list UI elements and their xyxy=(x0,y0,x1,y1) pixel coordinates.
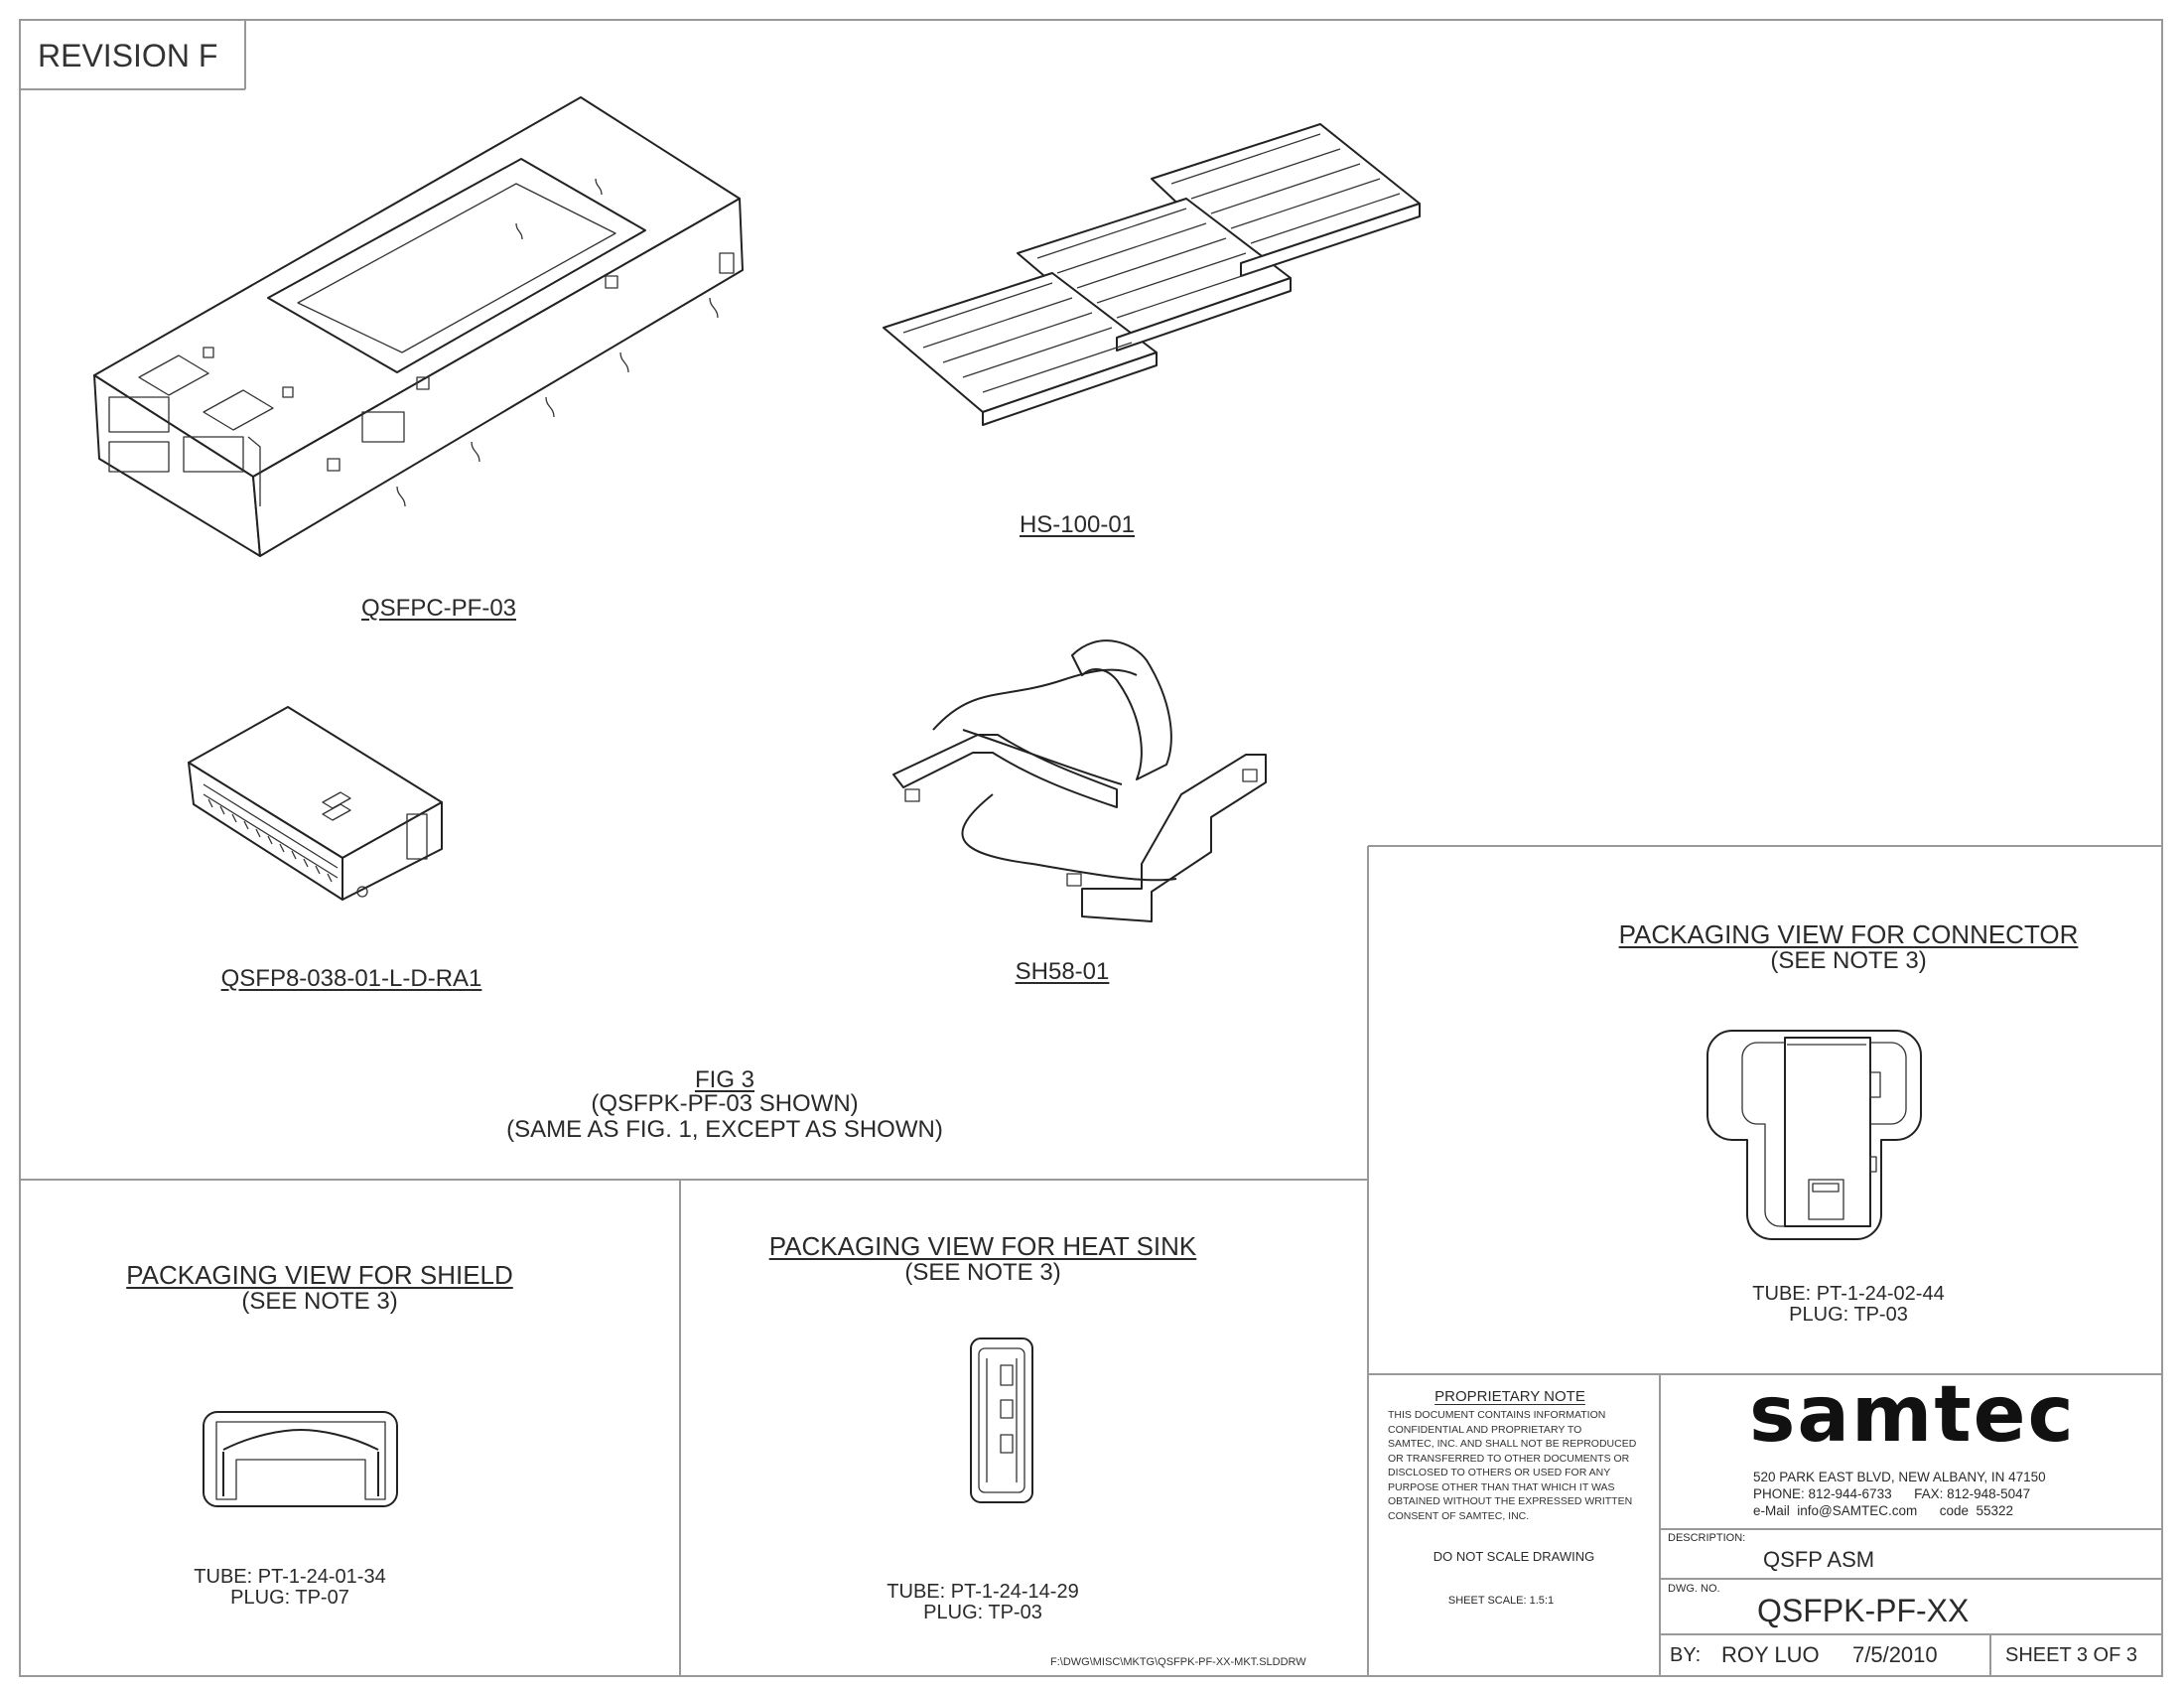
date-value: 7/5/2010 xyxy=(1852,1642,1938,1667)
pack-heatsink-tube: TUBE: PT-1-24-14-29 xyxy=(887,1581,1079,1603)
by-value: ROY LUO xyxy=(1721,1642,1820,1667)
heatsink-part-label: HS-100-01 xyxy=(1019,511,1136,538)
dwg-no-label: DWG. NO. xyxy=(1668,1583,1720,1595)
description-value: QSFP ASM xyxy=(1763,1547,1875,1572)
proprietary-line: DISCLOSED TO OTHERS OR USED FOR ANY xyxy=(1388,1467,1611,1478)
pack-heatsink-plug: PLUG: TP-03 xyxy=(923,1602,1042,1623)
figure-title: FIG 3 xyxy=(694,1066,755,1093)
proprietary-text: THIS DOCUMENT CONTAINS INFORMATION CONFI… xyxy=(1388,1408,1636,1523)
pack-shield-note: (SEE NOTE 3) xyxy=(241,1288,398,1315)
pack-connector-note: (SEE NOTE 3) xyxy=(1770,947,1927,974)
do-not-scale-note: DO NOT SCALE DRAWING xyxy=(1433,1549,1595,1564)
cage-part-label: QSFPC-PF-03 xyxy=(360,595,517,622)
proprietary-line: SAMTEC, INC. AND SHALL NOT BE REPRODUCED xyxy=(1388,1438,1637,1450)
proprietary-line: CONSENT OF SAMTEC, INC. xyxy=(1388,1509,1530,1522)
pack-heatsink-note: (SEE NOTE 3) xyxy=(904,1259,1061,1286)
proprietary-title: PROPRIETARY NOTE xyxy=(1434,1388,1585,1405)
pack-shield-tube: TUBE: PT-1-24-01-34 xyxy=(194,1566,386,1588)
dwg-no-value: QSFPK-PF-XX xyxy=(1757,1593,1970,1628)
sheet-scale: SHEET SCALE: 1.5:1 xyxy=(1447,1595,1555,1607)
proprietary-line: THIS DOCUMENT CONTAINS INFORMATION xyxy=(1388,1409,1606,1421)
clip-part-label: SH58-01 xyxy=(1015,958,1110,985)
pack-shield-title: PACKAGING VIEW FOR SHIELD xyxy=(126,1260,513,1290)
by-label: BY: xyxy=(1670,1644,1702,1666)
revision-label: REVISION F xyxy=(38,38,218,73)
samtec-logo: samtec xyxy=(1749,1370,2076,1460)
pack-connector-title: PACKAGING VIEW FOR CONNECTOR xyxy=(1618,919,2079,949)
description-label: DESCRIPTION: xyxy=(1668,1532,1746,1544)
sheet-value: SHEET 3 OF 3 xyxy=(2005,1644,2138,1666)
company-phone: PHONE: 812-944-6733 FAX: 812-948-5047 xyxy=(1753,1486,2031,1501)
pack-connector-tube: TUBE: PT-1-24-02-44 xyxy=(1752,1283,1945,1305)
company-email: e-Mail info@SAMTEC.com code 55322 xyxy=(1753,1503,2014,1518)
pack-shield-plug: PLUG: TP-07 xyxy=(230,1587,349,1609)
proprietary-line: OBTAINED WITHOUT THE EXPRESSED WRITTEN xyxy=(1388,1495,1633,1507)
pack-connector-plug: PLUG: TP-03 xyxy=(1789,1304,1908,1326)
connector-part-label: QSFP8-038-01-L-D-RA1 xyxy=(220,965,482,992)
file-path: F:\DWG\MISC\MKTG\QSFPK-PF-XX-MKT.SLDDRW xyxy=(1050,1656,1306,1668)
proprietary-line: PURPOSE OTHER THAN THAT WHICH IT WAS xyxy=(1388,1480,1615,1493)
company-address: 520 PARK EAST BLVD, NEW ALBANY, IN 47150 xyxy=(1753,1470,2046,1484)
pack-heatsink-title: PACKAGING VIEW FOR HEAT SINK xyxy=(768,1231,1197,1261)
proprietary-line: CONFIDENTIAL AND PROPRIETARY TO xyxy=(1388,1423,1582,1436)
figure-line2: (SAME AS FIG. 1, EXCEPT AS SHOWN) xyxy=(506,1116,943,1143)
figure-line1: (QSFPK-PF-03 SHOWN) xyxy=(591,1090,859,1117)
proprietary-line: OR TRANSFERRED TO OTHER DOCUMENTS OR xyxy=(1388,1452,1630,1465)
